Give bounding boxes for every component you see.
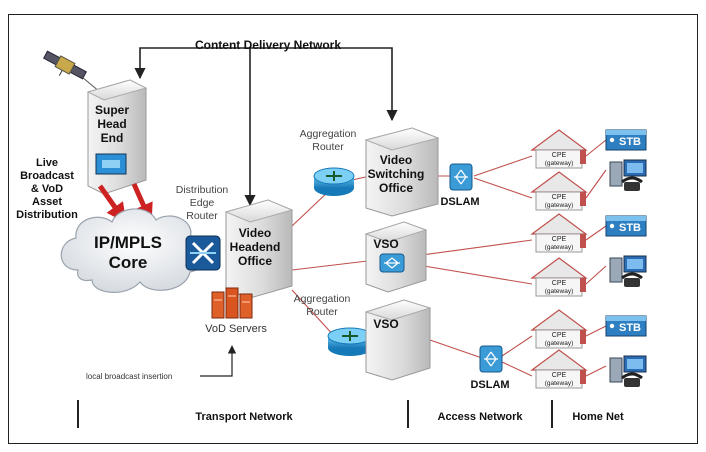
computer-icon xyxy=(609,255,647,283)
computer-icon xyxy=(609,159,647,187)
svg-text:Distribution: Distribution xyxy=(16,209,78,221)
router-icon xyxy=(327,327,373,356)
svg-text:Video: Video xyxy=(380,153,412,167)
computer-icon xyxy=(609,355,647,383)
house-icon: CPE(gateway) xyxy=(530,213,588,253)
satellite-icon xyxy=(43,50,87,80)
svg-text:Edge: Edge xyxy=(190,197,215,209)
dslam-icon xyxy=(479,345,503,373)
local-insertion-arrow xyxy=(200,345,237,377)
house-icon: CPE(gateway) xyxy=(530,309,588,349)
stb-label: STB xyxy=(619,136,641,148)
diagram-frame xyxy=(8,14,698,444)
svg-text:Live: Live xyxy=(36,157,58,169)
svg-text:Aggregation: Aggregation xyxy=(294,293,351,305)
vod-servers-label: VoD Servers xyxy=(205,323,267,335)
core-label: IP/MPLS Core xyxy=(94,233,162,272)
house-icon: CPE(gateway) xyxy=(530,171,588,211)
stb-icon: STB xyxy=(605,315,647,337)
svg-text:Broadcast: Broadcast xyxy=(20,170,74,182)
cpe-label: CPE xyxy=(552,194,567,201)
house-icon: CPE(gateway) xyxy=(530,349,588,389)
router-icon xyxy=(185,235,221,271)
building-icon xyxy=(86,79,148,195)
cpe-label: CPE xyxy=(552,332,567,339)
svg-text:Router: Router xyxy=(312,141,344,153)
satellite-beam xyxy=(75,71,101,93)
vso-top-label: Video Switching Office xyxy=(368,153,425,195)
svg-text:IP/MPLS: IP/MPLS xyxy=(94,233,162,252)
section-dividers xyxy=(77,400,553,428)
house-icon: CPE(gateway) xyxy=(530,129,588,169)
cpe-label: CPE xyxy=(552,152,567,159)
vso-bottom-label: VSO xyxy=(373,317,398,331)
stb-icon: STB xyxy=(605,129,647,151)
cpe-label: CPE xyxy=(552,236,567,243)
aggregation-router-top-label: Aggregation Router xyxy=(300,128,357,153)
svg-text:& VoD: & VoD xyxy=(31,183,63,195)
gateway-label: (gateway) xyxy=(545,202,574,209)
section-home: Home Net xyxy=(572,411,624,423)
section-transport: Transport Network xyxy=(195,411,293,423)
phone-icon xyxy=(621,272,643,287)
dslam-icon xyxy=(449,163,473,191)
phone-icon xyxy=(621,372,643,387)
video-headend-office-label: Video Headend Office xyxy=(230,226,281,268)
dslam-icon xyxy=(379,253,405,273)
gateway-label: (gateway) xyxy=(545,288,574,295)
phone-icon xyxy=(621,176,643,191)
cdn-title: Content Delivery Network xyxy=(195,38,341,52)
dslam-top-label: DSLAM xyxy=(440,196,479,208)
cdn-arrows xyxy=(134,47,398,207)
cpe-label: CPE xyxy=(552,280,567,287)
gateway-label: (gateway) xyxy=(545,380,574,387)
building-icon xyxy=(364,127,440,217)
svg-text:Distribution: Distribution xyxy=(176,184,229,196)
building-icon xyxy=(224,199,294,299)
gateway-label: (gateway) xyxy=(545,160,574,167)
svg-text:End: End xyxy=(101,131,124,145)
section-labels: Transport Network Access Network Home Ne… xyxy=(195,411,624,423)
stb-label: STB xyxy=(619,322,641,334)
home-equipment-group: STB STB STB xyxy=(605,129,647,387)
svg-text:Router: Router xyxy=(186,210,218,222)
svg-text:Asset: Asset xyxy=(32,196,62,208)
svg-text:Head: Head xyxy=(97,117,126,131)
server-icon xyxy=(211,287,253,319)
house-icon: CPE(gateway) xyxy=(530,257,588,297)
distribution-router-label: Distribution Edge Router xyxy=(176,184,229,222)
houses-group: CPE(gateway)CPE(gateway)CPE(gateway)CPE(… xyxy=(530,129,588,389)
svg-text:Office: Office xyxy=(238,254,272,268)
svg-text:Super: Super xyxy=(95,103,129,117)
router-icon xyxy=(313,167,355,196)
local-insertion-label: local broadcast insertion xyxy=(86,372,172,381)
vso-middle-label: VSO xyxy=(373,237,398,251)
svg-text:Switching: Switching xyxy=(368,167,425,181)
super-head-end-label: Super Head End xyxy=(95,103,129,145)
svg-text:Aggregation: Aggregation xyxy=(300,128,357,140)
svg-text:Router: Router xyxy=(306,306,338,318)
building-icon xyxy=(364,299,432,381)
gateway-label: (gateway) xyxy=(545,340,574,347)
gateway-label: (gateway) xyxy=(545,244,574,251)
live-broadcast-label: Live Broadcast & VoD Asset Distribution xyxy=(16,157,78,221)
svg-text:Core: Core xyxy=(109,253,148,272)
stb-icon: STB xyxy=(605,215,647,237)
stb-label: STB xyxy=(619,222,641,234)
cpe-label: CPE xyxy=(552,372,567,379)
section-access: Access Network xyxy=(438,411,524,423)
svg-text:Headend: Headend xyxy=(230,240,281,254)
svg-text:Video: Video xyxy=(239,226,271,240)
aggregation-router-bottom-label: Aggregation Router xyxy=(294,293,351,318)
svg-text:Office: Office xyxy=(379,181,413,195)
dslam-bottom-label: DSLAM xyxy=(470,379,509,391)
